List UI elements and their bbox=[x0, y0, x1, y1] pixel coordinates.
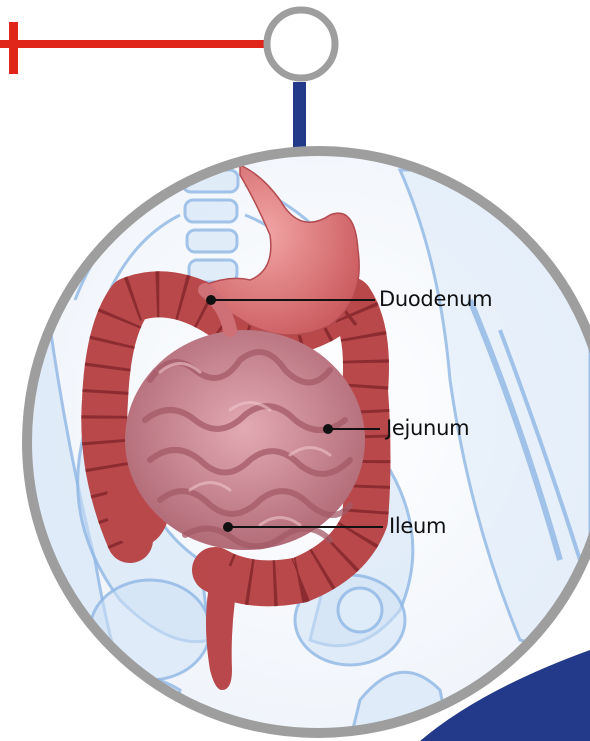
small-intestine bbox=[125, 330, 365, 550]
navy-connector bbox=[293, 82, 306, 152]
label-ileum: Ileum bbox=[389, 514, 446, 538]
red-connector bbox=[0, 22, 268, 74]
label-jejunum: Jejunum bbox=[386, 416, 469, 440]
connector-node bbox=[267, 10, 335, 78]
label-duodenum: Duodenum bbox=[379, 287, 492, 311]
anatomy-illustration bbox=[20, 140, 590, 741]
